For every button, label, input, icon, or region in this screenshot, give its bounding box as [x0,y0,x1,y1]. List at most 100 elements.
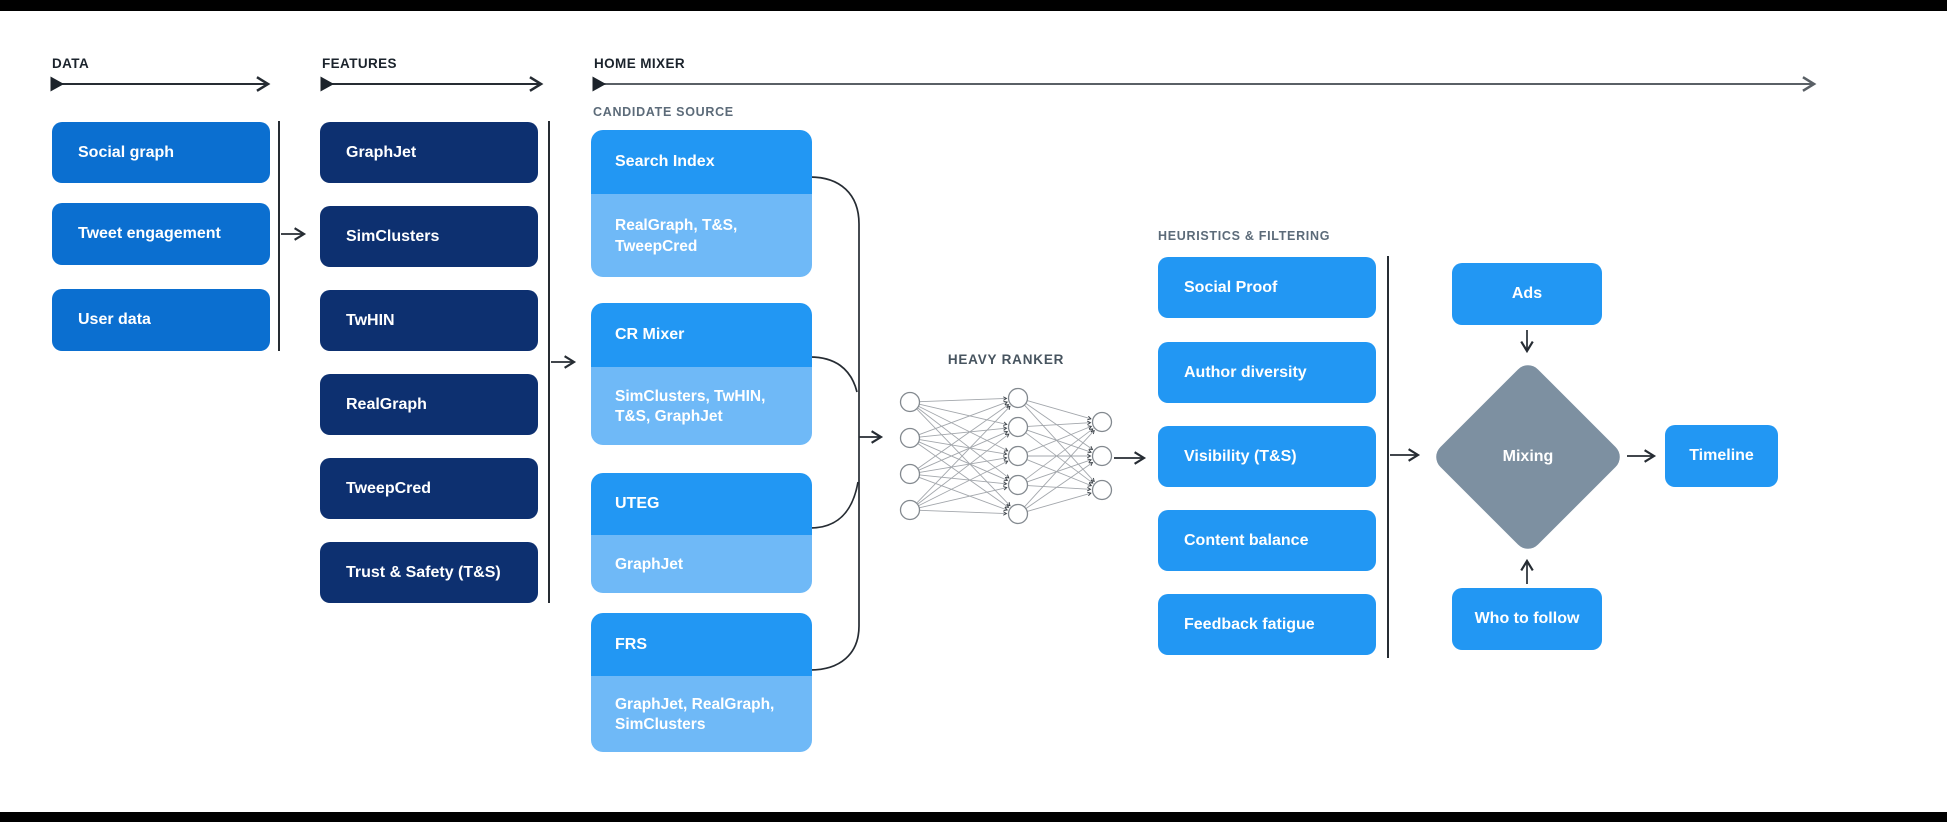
who-to-follow-box: Who to follow [1452,588,1602,650]
box-label: Social graph [78,143,175,161]
box-label: Social Proof [1184,278,1278,296]
nn-edge [1027,400,1092,421]
nn-edge [919,439,1008,456]
nn-edge [917,443,1010,508]
box-label: SimClusters [346,227,440,245]
nn-edge [918,400,1009,436]
heuristic-box-visibility: Visibility (T&S) [1158,426,1376,487]
nn-node [1007,445,1029,467]
box-label: Feedback fatigue [1184,615,1315,633]
timeline-box: Timeline [1665,425,1778,487]
bottom-frame-bar [0,812,1947,822]
nn-edge [919,403,1008,426]
section-label-home-mixer: HOME MIXER [594,56,686,71]
candidate-title-label: FRS [615,635,647,653]
candidate-group-search-index: Search Index RealGraph, T&S, TweepCred [591,130,812,277]
ads-box: Ads [1452,263,1602,325]
nn-node [1007,387,1029,409]
section-label-data: DATA [52,56,90,71]
nn-edge [919,474,1008,486]
candidate-title-label: UTEG [615,495,660,512]
nn-edge [1027,420,1092,427]
box-label: Tweet engagement [78,225,221,242]
feature-box-realgraph: RealGraph [320,374,538,435]
section-label-candidate-source: CANDIDATE SOURCE [593,105,734,119]
feature-box-graphjet: GraphJet [320,122,538,183]
feature-box-tweepcred: TweepCred [320,458,538,519]
nn-edge [1025,428,1094,480]
nn-edge [1027,485,1092,492]
nn-edge [1025,462,1094,509]
nn-edge [918,476,1009,512]
nn-edge [919,456,1008,473]
nn-edge [1027,491,1092,512]
cr-mixer-curve [809,356,858,393]
box-label: RealGraph [346,395,427,413]
nn-node [899,463,921,485]
candidate-group-uteg: UTEG GraphJet [591,473,812,593]
nn-edge [918,430,1009,471]
data-box-social-graph: Social graph [52,122,270,183]
nn-node [1091,445,1113,467]
candidate-title: Search Index [591,130,812,194]
candidate-features-label: GraphJet [615,555,684,573]
candidate-group-frs: FRS GraphJet, RealGraph, SimClusters [591,613,812,752]
top-frame-bar [0,0,1947,11]
nn-edge [1026,429,1092,454]
nn-edge [919,426,1008,438]
heuristic-box-feedback-fatigue: Feedback fatigue [1158,594,1376,655]
box-label: Content balance [1184,531,1309,549]
nn-edge [1025,432,1094,484]
box-label: Timeline [1689,447,1754,464]
nn-edge [917,404,1010,469]
candidate-title: FRS [591,613,812,676]
candidate-features-label: SimClusters, TwHIN, T&S, GraphJet [615,387,766,425]
heuristic-box-content-balance: Content balance [1158,510,1376,571]
box-label: Visibility (T&S) [1184,447,1297,465]
nn-edge [1024,429,1095,508]
candidate-title: CR Mixer [591,303,812,367]
nn-edge [1025,403,1094,450]
nn-edge [917,407,1010,479]
nn-edge [919,509,1008,516]
candidate-features-label: RealGraph, T&S, TweepCred [615,217,738,255]
box-label: GraphJet [346,143,417,161]
section-label-heuristics: HEURISTICS & FILTERING [1158,229,1331,243]
box-label: Author diversity [1184,363,1307,381]
nn-edge [1024,404,1095,483]
candidate-features-label: GraphJet, RealGraph, SimClusters [615,695,775,733]
section-label-features: FEATURES [322,56,397,71]
candidate-features: GraphJet [591,535,812,593]
box-label: User data [78,311,151,328]
box-label: TwHIN [346,311,395,329]
nn-edge [919,486,1008,509]
nn-edge [1026,458,1092,483]
nn-edge [917,433,1010,505]
feature-box-trust-safety: Trust & Safety (T&S) [320,542,538,603]
candidate-features: RealGraph, T&S, TweepCred [591,194,812,277]
candidate-title-label: Search Index [615,153,715,170]
box-label: Ads [1511,285,1543,302]
section-label-heavy-ranker: HEAVY RANKER [947,352,1065,367]
nn-edge [918,460,1009,507]
nn-edge [1026,459,1093,487]
mixing-diamond-label: Mixing [1502,448,1554,465]
nn-node [1007,474,1029,496]
candidate-title: UTEG [591,473,812,535]
nn-edge [919,396,1008,403]
data-box-tweet-engagement: Tweet engagement [52,203,270,265]
nn-edge [916,408,1011,507]
heuristic-box-social-proof: Social Proof [1158,257,1376,318]
nn-node [899,427,921,449]
neural-network [899,387,1113,525]
data-box-user-data: User data [52,289,270,351]
nn-node [899,391,921,413]
nn-edge [918,441,1009,482]
candidate-features: GraphJet, RealGraph, SimClusters [591,676,812,752]
nn-node [1091,479,1113,501]
uteg-curve [809,481,859,529]
heuristic-box-author-diversity: Author diversity [1158,342,1376,403]
box-label: Who to follow [1474,610,1580,627]
feature-box-twhin: TwHIN [320,290,538,351]
candidate-group-cr-mixer: CR Mixer SimClusters, TwHIN, T&S, GraphJ… [591,303,812,445]
